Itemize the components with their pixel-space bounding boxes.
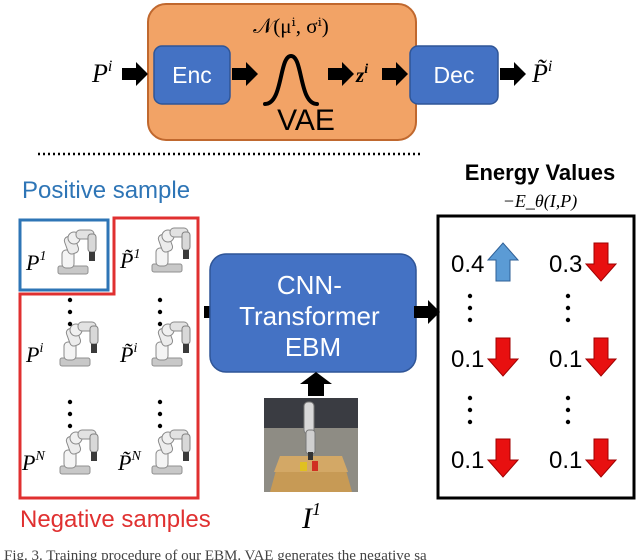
- encoder-block: [153, 45, 231, 105]
- arrow-down-icon: [486, 337, 520, 377]
- energy-values-grid: 0.4 0.3 0.1 0.1 0.1 0.1: [451, 242, 618, 478]
- robot-pose-image: [59, 321, 99, 367]
- positive-sample-label: P1: [25, 249, 46, 275]
- vae-output-label: P̃i: [531, 58, 552, 88]
- negative-sample-label: P̃i: [119, 341, 137, 367]
- energy-formula: −E_θ(I,P): [503, 191, 577, 212]
- robot-pose-image: [59, 429, 99, 475]
- vae-section: Pi Enc 𝒩(μⁱ, σⁱ) zi Dec P̃i VAE: [91, 3, 552, 141]
- energy-values-title: Energy Values: [465, 160, 615, 185]
- latent-label: zi: [355, 62, 368, 87]
- energy-values-box: [436, 214, 636, 500]
- energy-value: 0.1: [549, 447, 582, 474]
- positive-sample-box: [18, 218, 110, 292]
- vae-input-label: Pi: [91, 58, 112, 88]
- observation-image: [264, 398, 358, 492]
- negative-sample-label: Pi: [25, 341, 43, 367]
- observation-image-label: I1: [301, 499, 321, 535]
- arrow-down-icon: [584, 242, 618, 282]
- negative-samples-box: [18, 216, 200, 500]
- robot-pose-image: [151, 321, 191, 367]
- encoder-label: Enc: [172, 62, 212, 88]
- arrow-down-icon: [486, 438, 520, 478]
- arrow-down-icon: [584, 438, 618, 478]
- arrow-down-icon: [584, 337, 618, 377]
- image-to-ebm-arrow: [300, 372, 332, 396]
- energy-value: 0.3: [549, 251, 582, 278]
- energy-value: 0.1: [451, 447, 484, 474]
- ellipsis-dots: [467, 293, 571, 425]
- robot-pose-image: [57, 229, 97, 275]
- vae-box-label: VAE: [277, 104, 335, 137]
- ebm-to-energy-arrow: [414, 300, 440, 324]
- arrow-up-icon: [486, 242, 520, 282]
- positive-sample-title: Positive sample: [22, 177, 190, 204]
- robot-pose-image: [151, 429, 191, 475]
- gaussian-curve-icon: [263, 53, 319, 106]
- distribution-label: 𝒩(μⁱ, σⁱ): [253, 14, 329, 38]
- vae-input-arrow: [122, 62, 148, 86]
- negative-samples-title: Negative samples: [20, 506, 211, 533]
- energy-value: 0.1: [549, 346, 582, 373]
- vae-output-arrow: [500, 62, 526, 86]
- decoder-block: [409, 45, 499, 105]
- figure-caption: Fig. 3. Training procedure of our EBM. V…: [4, 548, 427, 560]
- ellipsis-dots: [67, 297, 163, 429]
- ebm-label: CNN- Transformer EBM: [239, 270, 387, 362]
- energy-value: 0.4: [451, 251, 484, 278]
- negative-sample-label: P̃N: [117, 449, 141, 475]
- decoder-label: Dec: [434, 62, 475, 88]
- robot-pose-image: [151, 227, 191, 273]
- negative-sample-label: PN: [21, 449, 45, 475]
- negative-sample-label: P̃1: [119, 247, 140, 273]
- energy-value: 0.1: [451, 346, 484, 373]
